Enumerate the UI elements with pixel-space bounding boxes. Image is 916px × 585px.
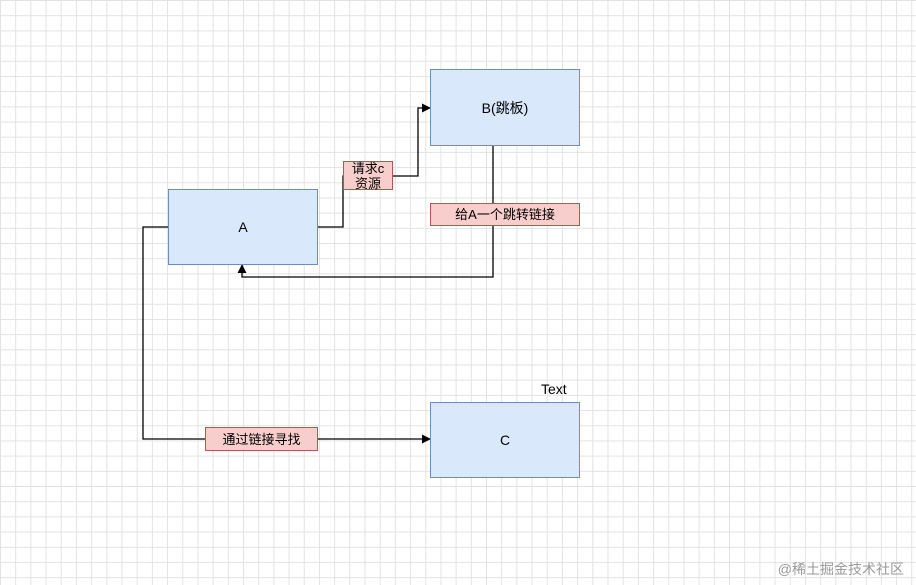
node-a[interactable]: A	[168, 189, 318, 265]
node-b[interactable]: B(跳板)	[430, 69, 580, 146]
edge-label-a-to-b[interactable]: 请求c 资源	[343, 161, 393, 191]
edge-label-b-to-a[interactable]: 给A一个跳转链接	[430, 203, 580, 226]
free-text-label[interactable]: Text	[541, 381, 567, 397]
node-c-label: C	[499, 432, 511, 448]
node-c[interactable]: C	[430, 402, 580, 478]
watermark: @稀土掘金技术社区	[777, 561, 904, 577]
node-a-label: A	[238, 219, 248, 235]
edge-label-a-to-c[interactable]: 通过链接寻找	[205, 427, 318, 451]
node-b-label: B(跳板)	[481, 99, 529, 116]
